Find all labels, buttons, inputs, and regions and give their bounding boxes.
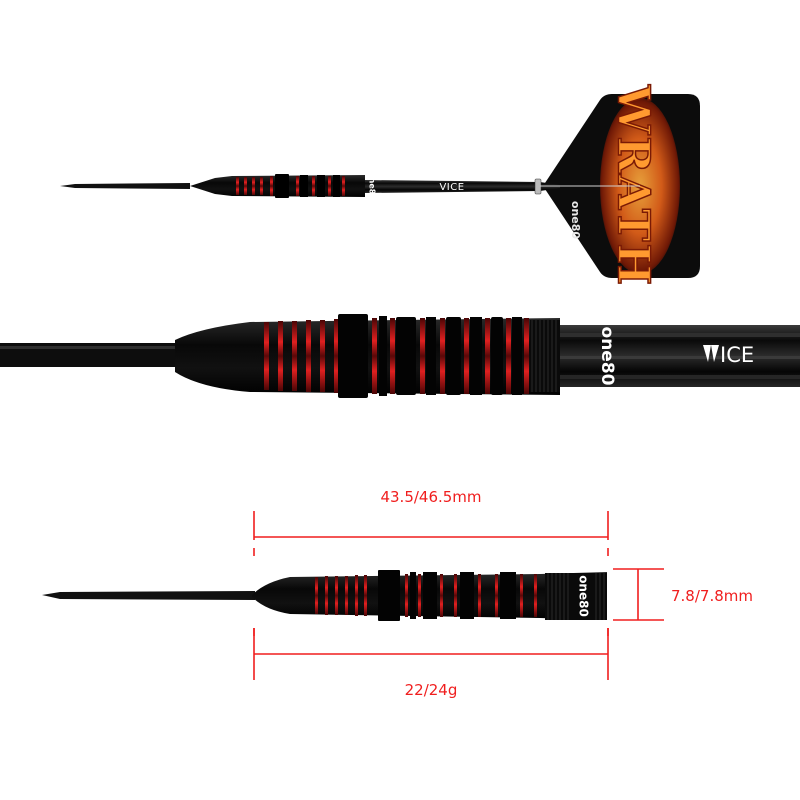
- diameter-label: 7.8/7.8mm: [671, 587, 753, 605]
- dimension-barrel: one80: [252, 570, 607, 621]
- closeup-rear-grip: one80: [530, 320, 617, 392]
- vice-text: ICE: [720, 343, 754, 367]
- weight-label: 22/24g: [404, 681, 458, 699]
- closeup-one80-logo: one80: [597, 327, 617, 386]
- length-label: 43.5/46.5mm: [380, 488, 482, 506]
- dimension-one80-logo: one80: [577, 575, 591, 617]
- flight: WRATH one80: [543, 83, 700, 288]
- closeup-shaft: ICE: [555, 325, 800, 387]
- barrel: one80: [190, 172, 377, 200]
- svg-text:one80: one80: [569, 201, 582, 240]
- flight-one80-logo: one80: [569, 201, 582, 240]
- shaft-vice-logo: VICE: [439, 182, 464, 193]
- shaft: VICE: [365, 178, 640, 195]
- closeup-vice-logo: ICE: [703, 343, 754, 367]
- closeup-barrel: one80: [175, 314, 617, 398]
- dimension-point: [42, 591, 255, 600]
- dimension-lines: [253, 511, 664, 680]
- dart-point: [60, 183, 190, 189]
- barrel-one80-logo: one80: [368, 172, 377, 200]
